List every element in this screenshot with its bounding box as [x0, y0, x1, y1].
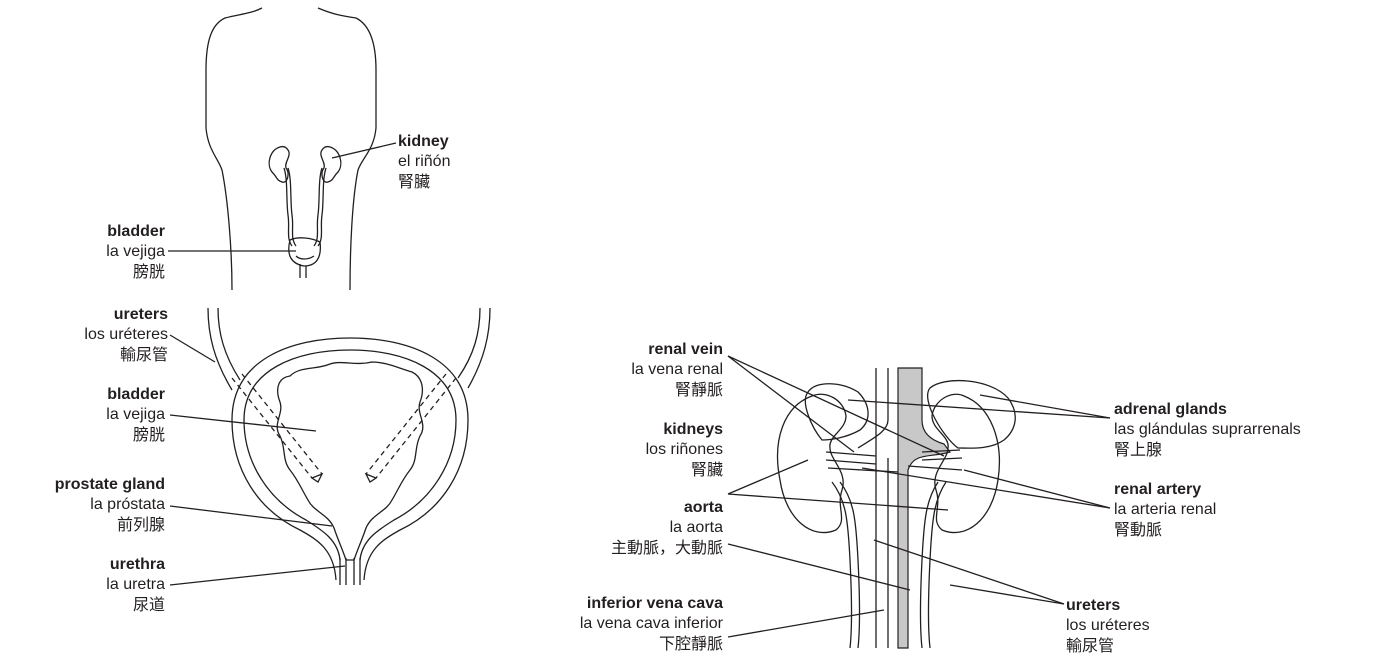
torso-ureters	[284, 168, 326, 246]
kidneys-vessels	[778, 368, 1016, 648]
bladder-section	[208, 308, 490, 585]
label-ureters-left: ureters los uréteres 輸尿管	[84, 305, 168, 365]
label-aorta: aorta la aorta 主動脈，大動脈	[611, 498, 723, 558]
leader-kidney-top	[332, 143, 396, 158]
label-bladder-top: bladder la vejiga 膀胱	[106, 222, 165, 282]
leader-ureters-left	[170, 335, 215, 362]
label-urethra: urethra la uretra 尿道	[106, 555, 165, 615]
label-bladder-mid: bladder la vejiga 膀胱	[106, 385, 165, 445]
leader-bladder-mid	[170, 415, 316, 431]
leader-urethra	[170, 566, 345, 585]
label-prostate: prostate gland la próstata 前列腺	[55, 475, 165, 535]
label-ureters-right: ureters los uréteres 輸尿管	[1066, 596, 1150, 656]
label-kidneys: kidneys los riñones 腎臟	[646, 420, 723, 480]
torso-outline	[206, 8, 376, 290]
label-adrenal: adrenal glands las glándulas suprarrenal…	[1114, 400, 1301, 460]
label-renal-artery: renal artery la arteria renal 腎動脈	[1114, 480, 1216, 540]
label-ivc: inferior vena cava la vena cava inferior…	[580, 594, 723, 654]
torso-kidneys	[269, 147, 341, 183]
label-kidney-top: kidney el riñón 腎臟	[398, 132, 450, 192]
leader-prostate	[170, 506, 332, 526]
label-renal-vein: renal vein la vena renal 腎靜脈	[631, 340, 723, 400]
